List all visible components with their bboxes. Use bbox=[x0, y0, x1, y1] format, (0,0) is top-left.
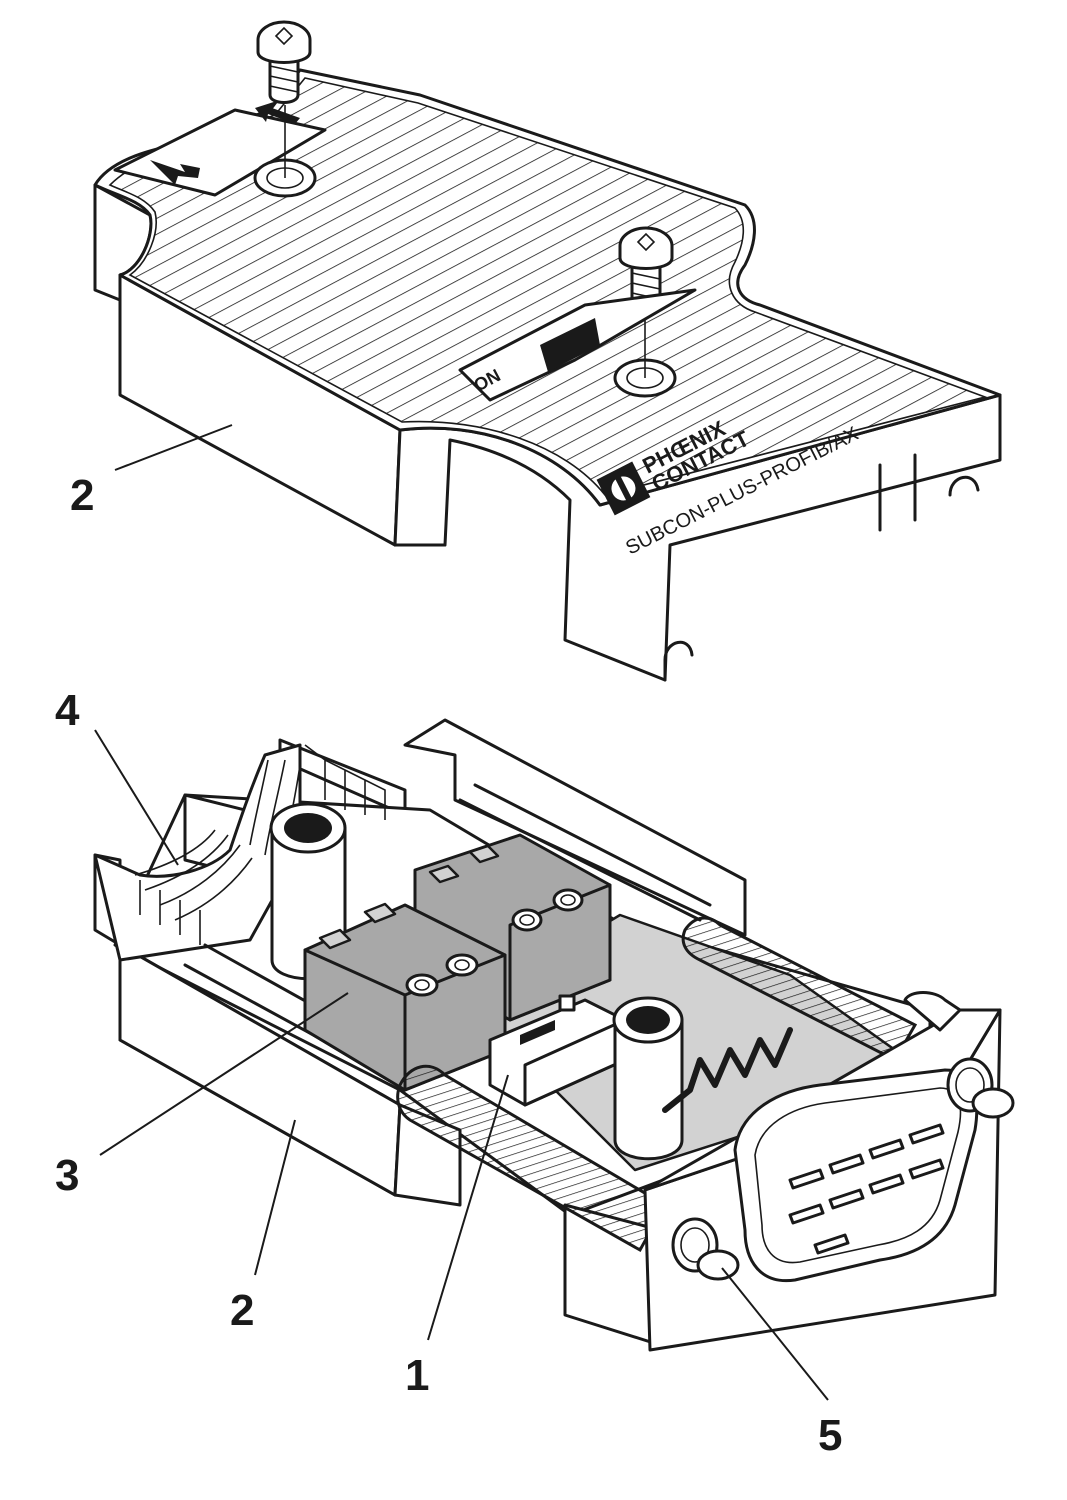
insert-arrow-icon bbox=[255, 100, 300, 124]
housing-cover: ON PHŒNIX CONTACT SUBCON-PLUS-PROFIB/AX bbox=[93, 20, 1002, 682]
label-2-top: 2 bbox=[70, 471, 94, 520]
leader-line-2-top bbox=[114, 424, 233, 471]
label-2-bottom: 2 bbox=[230, 1286, 254, 1335]
locking-screw-right bbox=[946, 1057, 1015, 1119]
cable-sleeve bbox=[396, 916, 918, 1253]
housing-bottom bbox=[93, 718, 1015, 1352]
cover-screw-left bbox=[256, 20, 312, 178]
label-5: 5 bbox=[818, 1411, 842, 1460]
leader-line-5 bbox=[721, 1267, 829, 1401]
slide-arrow-icon bbox=[150, 160, 200, 185]
label-1: 1 bbox=[405, 1351, 429, 1400]
spring-contact bbox=[662, 1027, 793, 1113]
leader-line-2-bottom bbox=[254, 1119, 296, 1276]
housing-back-wall bbox=[403, 718, 747, 937]
leader-line-1 bbox=[427, 1074, 509, 1341]
label-3: 3 bbox=[55, 1151, 79, 1200]
leader-line-4 bbox=[94, 729, 179, 866]
connector-pins bbox=[788, 1123, 945, 1255]
rod-back bbox=[458, 783, 712, 922]
label-4: 4 bbox=[55, 686, 80, 735]
cylinder-post-right bbox=[612, 996, 684, 1161]
leader-line-3 bbox=[99, 992, 349, 1156]
terminal-block-front bbox=[303, 902, 507, 1092]
locking-screw-left bbox=[671, 1217, 740, 1281]
cover-switch-window: ON bbox=[458, 288, 697, 402]
slide-switch bbox=[488, 994, 627, 1107]
dsub-connector bbox=[643, 991, 1015, 1352]
